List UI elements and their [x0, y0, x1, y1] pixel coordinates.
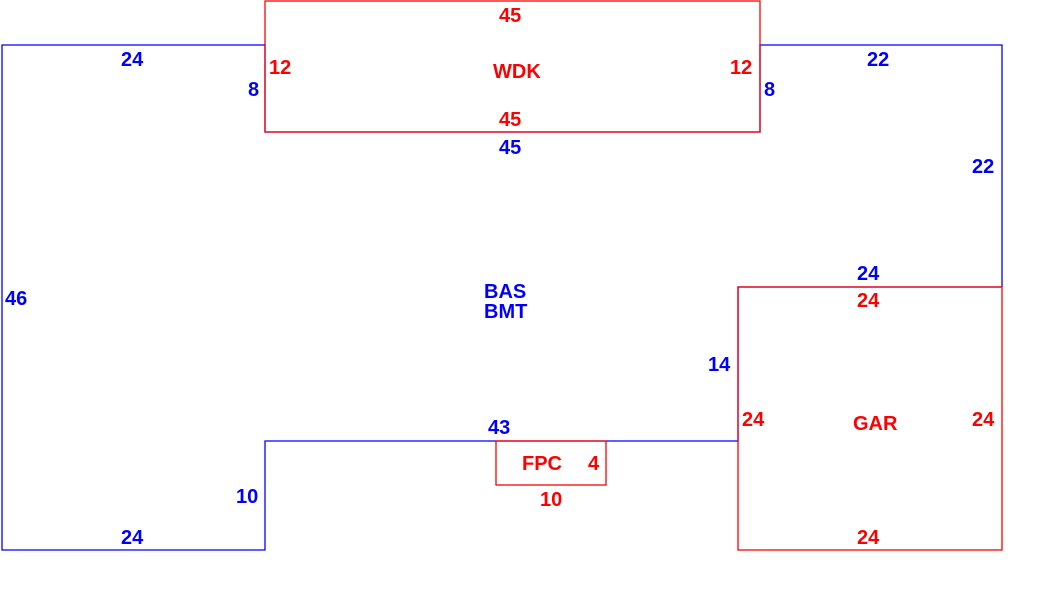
dim-wdk-left: 12: [269, 57, 291, 79]
dim-main-notch: 10: [236, 486, 258, 508]
dim-gar-right: 24: [972, 409, 995, 431]
dim-main-notch-right: 8: [764, 79, 775, 101]
gar-code: GAR: [853, 413, 898, 435]
fpc-outline: [495, 440, 607, 486]
wdk-code: WDK: [493, 61, 541, 83]
dim-main-top-left: 24: [121, 49, 144, 71]
dim-gar-top: 24: [857, 290, 880, 312]
dim-gar-bottom: 24: [857, 527, 880, 549]
dim-main-notch-left: 8: [248, 79, 259, 101]
dim-wdk-bottom: 45: [499, 109, 521, 131]
fpc-code: FPC: [522, 453, 562, 475]
dim-fpc-depth: 4: [588, 453, 600, 475]
dim-main-gar-top: 24: [857, 263, 880, 285]
dim-gar-left: 24: [742, 409, 765, 431]
dim-main-left: 46: [5, 288, 27, 310]
dim-wdk-right: 12: [730, 57, 752, 79]
dim-main-right-side: 22: [972, 156, 994, 178]
dim-main-right-top: 22: [867, 49, 889, 71]
wdk-outline: [264, 0, 761, 133]
main-area-code: BAS: [484, 281, 526, 303]
gar-outline: [737, 286, 1003, 551]
dim-wdk-top: 45: [499, 5, 521, 27]
dim-main-wdk-bottom: 45: [499, 137, 521, 159]
dim-fpc-width: 10: [540, 489, 562, 511]
dim-main-gar-left: 14: [708, 354, 731, 376]
dim-main-bottom-left: 24: [121, 527, 144, 549]
main-area-code2: BMT: [484, 301, 527, 323]
dim-main-bottom-mid: 43: [488, 417, 510, 439]
